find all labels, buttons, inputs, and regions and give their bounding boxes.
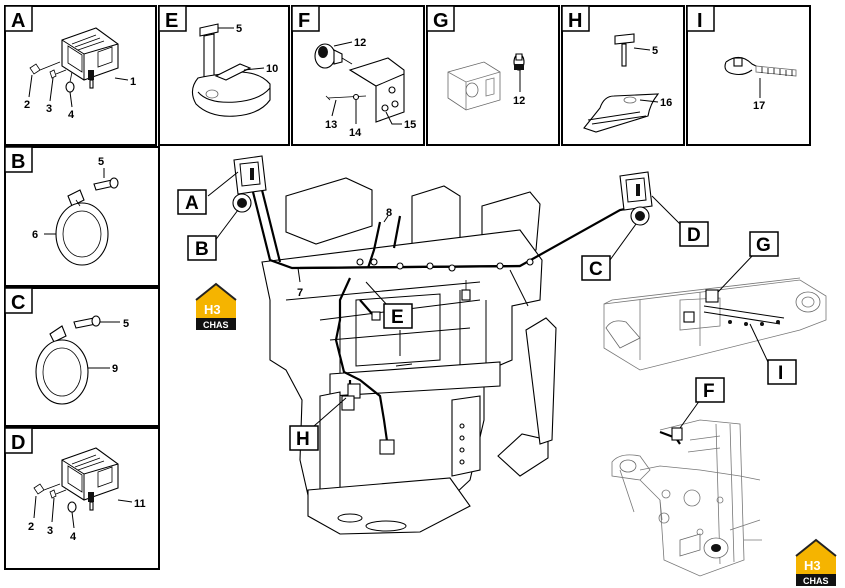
harness-cables <box>250 187 641 455</box>
horn-drawing-c <box>35 315 101 405</box>
panel-h-part-5: 5 <box>652 45 658 57</box>
panel-c-part-9: 9 <box>112 363 118 375</box>
panel-a-part-4: 4 <box>68 109 75 121</box>
cable-tie-drawing <box>724 56 797 77</box>
badge-corner-caption: CHAS <box>803 576 829 586</box>
panel-b-part-5: 5 <box>98 156 104 168</box>
panel-e-part-10: 10 <box>266 63 278 75</box>
main-assembly-view: 8 7 A B C D E H <box>177 155 709 535</box>
panel-a-part-1: 1 <box>130 76 136 88</box>
callout-e: E <box>391 307 404 328</box>
panel-g: G 12 <box>426 5 560 146</box>
frame-structure <box>261 177 557 535</box>
callout-b: B <box>195 239 209 260</box>
lamp-housing-drawing <box>447 53 525 111</box>
panel-h: H 5 16 <box>561 5 685 146</box>
panel-f-part-13: 13 <box>325 119 337 131</box>
panel-f-letter: F <box>298 10 310 32</box>
clamp-drawing <box>191 23 271 117</box>
callout-i: I <box>778 363 783 384</box>
panel-c-part-5: 5 <box>123 318 129 330</box>
panel-a-part-2: 2 <box>24 99 30 111</box>
panel-i-part-17: 17 <box>753 100 765 112</box>
panel-d-part-3: 3 <box>47 525 53 537</box>
badge-corner-logo: H3 <box>804 558 821 573</box>
panel-g-part-12: 12 <box>513 95 525 107</box>
panel-h-part-16: 16 <box>660 97 672 109</box>
relay-socket-drawing-d <box>33 447 119 513</box>
panel-e-letter: E <box>165 10 178 32</box>
badge-main-caption: CHAS <box>203 320 229 330</box>
relay-socket-drawing <box>29 27 119 93</box>
panel-a: A 1 2 3 4 <box>4 5 157 146</box>
panel-f-part-15: 15 <box>404 119 416 131</box>
callout-g: G <box>756 235 771 256</box>
brand-badge-main: H3 CHAS <box>195 282 237 330</box>
work-lamp-left <box>233 155 267 195</box>
wire-label-8: 8 <box>386 207 392 219</box>
bracket-bolt-drawing <box>583 33 660 133</box>
panel-c-letter: C <box>11 292 25 314</box>
panel-d-part-4: 4 <box>70 531 77 543</box>
brand-badge-corner: H3 CHAS <box>795 538 837 586</box>
panel-h-letter: H <box>568 10 582 32</box>
detail-view-lamp-mount: F <box>611 377 762 577</box>
horn-drawing-b <box>55 177 119 266</box>
panel-d: D 11 2 3 4 <box>4 427 160 570</box>
callout-a: A <box>185 193 199 214</box>
badge-main-logo: H3 <box>204 302 221 317</box>
panel-f-part-12: 12 <box>354 37 366 49</box>
lamp-bracket-drawing <box>314 43 405 123</box>
horn-left <box>232 193 252 213</box>
horn-right <box>630 206 650 226</box>
callout-h: H <box>296 429 310 450</box>
panel-i-letter: I <box>697 10 703 32</box>
panel-f: F 12 13 14 15 <box>291 5 425 146</box>
panel-e-part-5: 5 <box>236 23 242 35</box>
panel-a-letter: A <box>11 10 25 32</box>
panel-b: B 5 6 <box>4 146 160 287</box>
panel-i: I 17 <box>686 5 811 146</box>
panel-e: E 5 10 <box>158 5 290 146</box>
panel-d-letter: D <box>11 432 25 454</box>
callout-d: D <box>687 225 701 246</box>
panel-f-part-14: 14 <box>349 127 362 139</box>
work-lamp-right <box>619 171 653 211</box>
callout-f: F <box>703 381 715 402</box>
panel-c: C 5 9 <box>4 287 160 427</box>
panel-b-part-6: 6 <box>32 229 38 241</box>
wire-label-7: 7 <box>297 287 303 299</box>
panel-d-part-11: 11 <box>134 498 146 510</box>
panel-g-letter: G <box>433 10 449 32</box>
callout-c: C <box>589 259 603 280</box>
detail-view-boom: G I <box>603 231 827 385</box>
panel-b-letter: B <box>11 151 25 173</box>
panel-a-part-3: 3 <box>46 103 52 115</box>
panel-d-part-2: 2 <box>28 521 34 533</box>
